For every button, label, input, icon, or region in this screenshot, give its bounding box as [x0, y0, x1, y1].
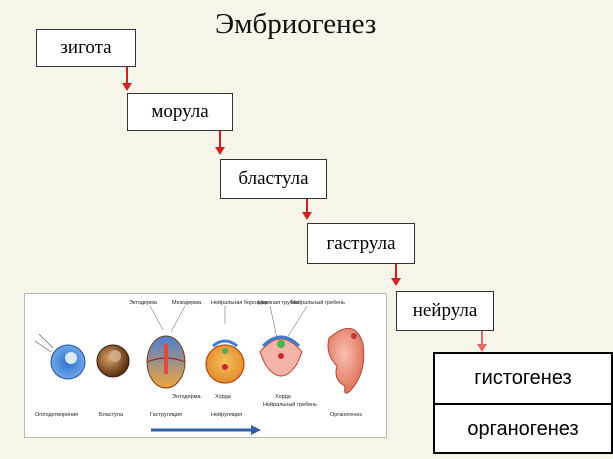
gastrula-figure	[147, 336, 185, 388]
arrow-2	[219, 131, 221, 148]
label-notochord-2: Хорда	[275, 394, 292, 400]
label-notochord-1: Хорда	[215, 394, 232, 400]
arrow-1	[126, 67, 128, 84]
embryo-figure	[328, 328, 364, 393]
label-blastula: Бластула	[99, 412, 124, 418]
label-neural-crest-top: Нейральный гребень	[291, 299, 345, 306]
final-histogenesis: гистогенез	[435, 354, 611, 405]
label-ectoderm: Эктодерма	[129, 300, 158, 306]
blastula-figure	[97, 345, 129, 377]
stage-gastrula: гаструла	[307, 223, 415, 264]
arrow-4	[395, 264, 397, 279]
neurula-figure	[206, 341, 244, 383]
arrow-3	[306, 199, 308, 213]
final-stages-box: гистогенез органогенез	[433, 352, 613, 454]
label-organogenesis: Органогенез	[330, 412, 362, 418]
illustration-svg: Эктодерма Мезодерма Нейральная бороздка …	[25, 294, 388, 439]
label-mesoderm: Мезодерма	[172, 300, 202, 306]
stage-morula: морула	[127, 93, 233, 131]
zygote-figure	[35, 334, 85, 379]
progress-arrow	[151, 425, 261, 435]
stage-zygote: зигота	[36, 29, 136, 67]
label-neurulation: Нейруляция	[211, 411, 242, 418]
stage-blastula: бластула	[220, 159, 327, 199]
embryogenesis-illustration: Эктодерма Мезодерма Нейральная бороздка …	[24, 293, 387, 438]
label-neural-crest-bottom: Нейральный гребень	[263, 401, 317, 408]
diagram-title: Эмбриогенез	[215, 8, 376, 41]
arrow-5	[481, 331, 483, 345]
label-fertilization: Оплодотворение	[35, 412, 78, 418]
final-organogenesis: органогенез	[435, 405, 611, 454]
label-gastrulation: Гаструляция	[150, 412, 182, 418]
stage-neurula: нейрула	[396, 291, 494, 331]
label-endoderm: Энтодерма	[172, 394, 201, 400]
neural-tube-figure	[260, 337, 302, 376]
